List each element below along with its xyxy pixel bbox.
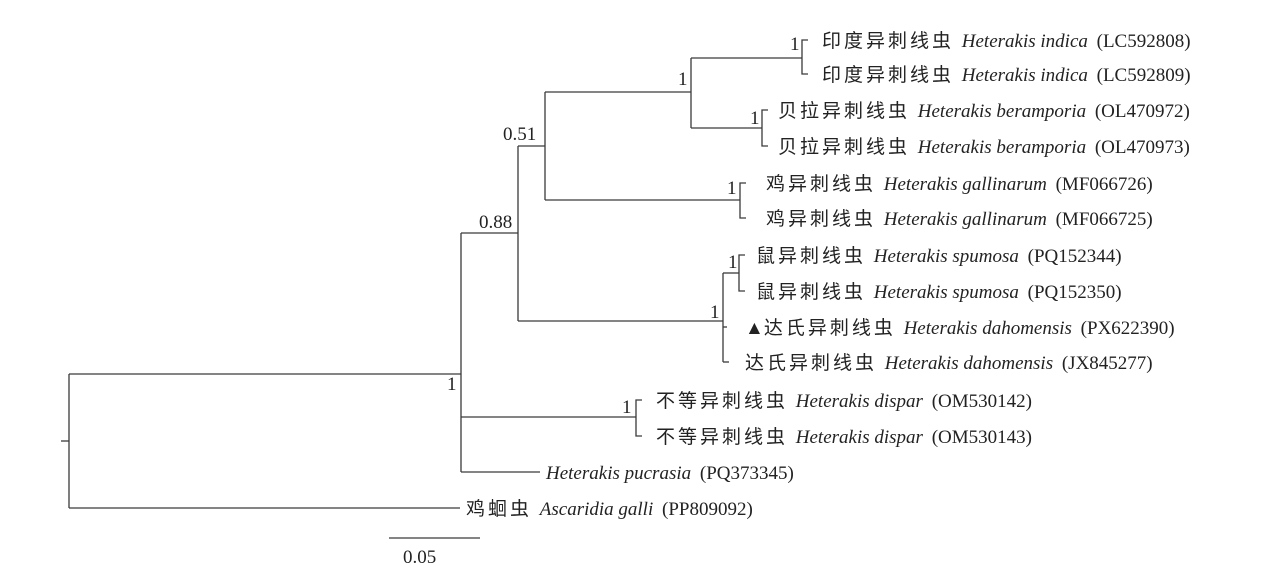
support-value-spumosa: 1 — [728, 252, 738, 273]
leaf-accession: (PX622390) — [1081, 318, 1175, 339]
support-value-spumosa-dahomensis: 1 — [710, 302, 720, 323]
scale-bar-label: 0.05 — [403, 547, 436, 568]
support-value-beramporia: 1 — [750, 108, 760, 129]
leaf-chinese-name: 贝拉异刺线虫 — [778, 100, 918, 122]
leaf-accession: (OL470972) — [1095, 101, 1190, 122]
leaf-label: 贝拉异刺线虫 Heterakis beramporia (OL470973) — [778, 136, 1190, 158]
leaf-latin-name: Heterakis gallinarum — [883, 209, 1052, 230]
leaf-chinese-name: 印度异刺线虫 — [822, 30, 962, 52]
leaf-chinese-name: 达氏异刺线虫 — [764, 317, 904, 339]
leaf-label: 鼠异刺线虫 Heterakis spumosa (PQ152350) — [756, 281, 1122, 303]
leaf-accession: (MF066726) — [1056, 174, 1153, 195]
leaf-accession: (LC592808) — [1097, 31, 1191, 52]
leaf-latin-name: Heterakis dahomensis — [884, 353, 1058, 374]
leaf-label: 不等异刺线虫 Heterakis dispar (OM530142) — [656, 390, 1032, 412]
support-value-gallinarum: 1 — [727, 178, 737, 199]
leaf-label: 贝拉异刺线虫 Heterakis beramporia (OL470972) — [778, 100, 1190, 122]
leaf-label: 鸡蛔虫 Ascaridia galli (PP809092) — [466, 498, 753, 520]
leaf-label: 达氏异刺线虫 Heterakis dahomensis (JX845277) — [745, 352, 1153, 374]
leaf-chinese-name: 鸡异刺线虫 — [766, 173, 884, 195]
leaf-chinese-name: 不等异刺线虫 — [656, 426, 796, 448]
support-value-clade-088: 0.88 — [479, 212, 512, 233]
support-value-dispar: 1 — [622, 397, 632, 418]
leaf-latin-name: Heterakis indica — [961, 65, 1093, 86]
node-indica — [801, 39, 808, 75]
leaf-latin-name: Heterakis dispar — [795, 391, 928, 412]
leaf-latin-name: Heterakis beramporia — [917, 101, 1091, 122]
leaf-latin-name: Heterakis gallinarum — [883, 174, 1052, 195]
leaf-chinese-name: 鸡异刺线虫 — [766, 208, 884, 230]
support-value-heterakis: 1 — [447, 374, 457, 395]
leaf-accession: (PQ152350) — [1028, 282, 1122, 303]
leaf-latin-name: Heterakis beramporia — [917, 137, 1091, 158]
support-value-clade-051: 0.51 — [503, 124, 536, 145]
leaf-accession: (PQ373345) — [700, 463, 794, 484]
leaf-chinese-name: 鼠异刺线虫 — [756, 245, 874, 267]
leaf-label: 鼠异刺线虫 Heterakis spumosa (PQ152344) — [756, 245, 1122, 267]
leaf-label: 鸡异刺线虫 Heterakis gallinarum (MF066726) — [766, 173, 1153, 195]
leaf-label: Heterakis pucrasia (PQ373345) — [545, 463, 794, 484]
leaf-latin-name: Heterakis spumosa — [873, 282, 1024, 303]
leaf-latin-name: Heterakis pucrasia — [545, 463, 696, 484]
node-gallinarum — [739, 182, 746, 219]
leaf-accession: (PQ152344) — [1028, 246, 1122, 267]
leaf-accession: (OM530142) — [932, 391, 1032, 412]
leaf-accession: (MF066725) — [1056, 209, 1153, 230]
leaf-chinese-name: 达氏异刺线虫 — [745, 352, 885, 374]
node-spumosa — [738, 254, 745, 292]
support-value-indica: 1 — [790, 34, 800, 55]
leaf-label: 不等异刺线虫 Heterakis dispar (OM530143) — [656, 426, 1032, 448]
leaf-accession: (PP809092) — [662, 499, 753, 520]
support-value-indica-beramporia: 1 — [678, 69, 688, 90]
leaf-label: 鸡异刺线虫 Heterakis gallinarum (MF066725) — [766, 208, 1153, 230]
node-dispar — [635, 399, 642, 437]
triangle-marker-icon: ▲ — [745, 318, 764, 339]
leaf-latin-name: Heterakis spumosa — [873, 246, 1024, 267]
leaf-chinese-name: 贝拉异刺线虫 — [778, 136, 918, 158]
leaf-label: 印度异刺线虫 Heterakis indica (LC592809) — [822, 64, 1191, 86]
leaf-latin-name: Heterakis dispar — [795, 427, 928, 448]
leaf-label: ▲达氏异刺线虫 Heterakis dahomensis (PX622390) — [745, 317, 1175, 339]
leaf-chinese-name: 印度异刺线虫 — [822, 64, 962, 86]
leaf-latin-name: Ascaridia galli — [538, 499, 658, 520]
leaf-label: 印度异刺线虫 Heterakis indica (LC592808) — [822, 30, 1191, 52]
leaf-accession: (OM530143) — [932, 427, 1032, 448]
leaf-accession: (JX845277) — [1062, 353, 1153, 374]
leaf-accession: (OL470973) — [1095, 137, 1190, 158]
leaf-chinese-name: 鼠异刺线虫 — [756, 281, 874, 303]
node-beramporia — [761, 109, 768, 147]
leaf-latin-name: Heterakis dahomensis — [903, 318, 1077, 339]
leaf-chinese-name: 鸡蛔虫 — [466, 498, 540, 520]
leaf-accession: (LC592809) — [1097, 65, 1191, 86]
leaf-latin-name: Heterakis indica — [961, 31, 1093, 52]
leaf-chinese-name: 不等异刺线虫 — [656, 390, 796, 412]
